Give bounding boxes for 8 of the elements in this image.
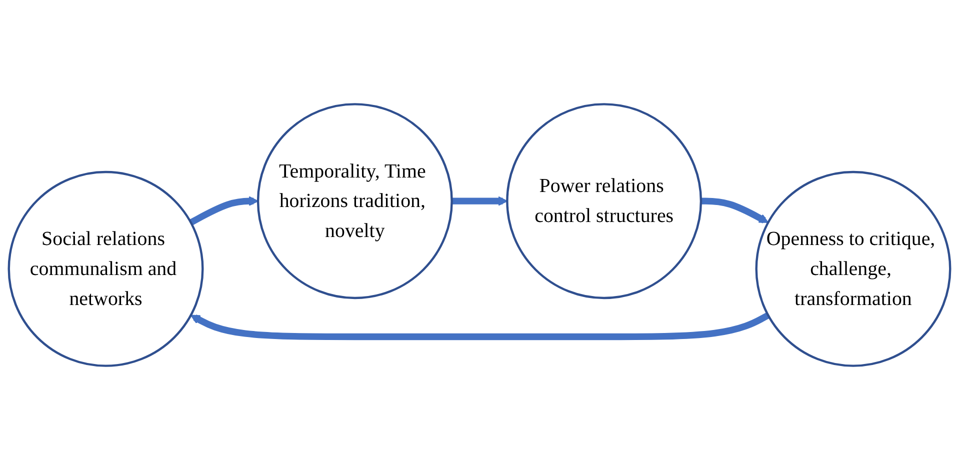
node-circle: Social relations communalism and networks: [8, 170, 204, 367]
node-circle: Temporality, Time horizons tradition, novelty: [256, 103, 453, 300]
arrow: [190, 312, 770, 340]
node-circle: Openness to critique, challenge, transformation: [755, 170, 952, 367]
node-circle: Power relations control structures: [506, 103, 702, 300]
arrow: [700, 198, 769, 224]
arrow: [452, 196, 508, 206]
arrow: [189, 196, 258, 226]
